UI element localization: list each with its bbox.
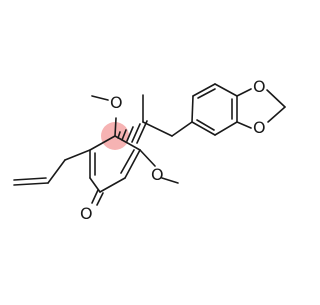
structure-diagram: O O O: [13, 77, 286, 223]
bond-ch-ch2-vinyl: [13, 182, 49, 186]
bond-ar-o-upper: [236, 88, 252, 97]
bond-ar-6: [191, 121, 216, 136]
methoxy-top: O: [91, 93, 123, 137]
bond-ar-6-double: [196, 119, 215, 131]
bond-c6-c1: [114, 135, 141, 151]
bond-c1-c2: [89, 135, 116, 151]
bond-c-o-ketone: [91, 189, 99, 204]
bond-ar-5: [214, 121, 238, 136]
bond-ch2-ch: [47, 159, 66, 184]
bond-ar-2-double: [197, 88, 216, 99]
bond-o-ar-lower: [236, 121, 252, 129]
bond-ch2-o-lower: [267, 106, 286, 123]
bond-c6-o: [139, 149, 156, 167]
methoxy-right-o-label: O: [151, 165, 164, 184]
bond-c-o-ketone-double: [96, 192, 104, 206]
bond-c5-c6-double: [120, 149, 135, 174]
dioxole-o-upper-label: O: [253, 77, 266, 96]
molecule-canvas: O O O: [13, 77, 286, 223]
ketone-group: O: [80, 189, 104, 223]
bond-c1-o: [114, 117, 117, 137]
bond-ch-ch2: [142, 121, 173, 137]
bond-o-ch3-top: [91, 95, 109, 101]
bond-o-ch2-upper: [266, 89, 286, 108]
methoxy-right: O: [139, 149, 179, 184]
side-chain: [117, 94, 193, 144]
bond-vinyl-double: [13, 177, 47, 181]
bond-ch2-aryl: [171, 121, 193, 137]
bond-o-ch3-right: [161, 177, 179, 184]
dioxole-o-lower-label: O: [253, 118, 266, 137]
ketone-o-label: O: [80, 204, 93, 223]
hashed-wedge-bond: [117, 120, 148, 144]
bond-c4-c5: [99, 177, 126, 193]
dioxole-ring: O O: [236, 77, 286, 137]
allyl-chain: [13, 149, 91, 186]
bond-c5-c6: [124, 149, 141, 179]
bond-ar-3: [214, 83, 238, 97]
bond-ar-2: [192, 83, 216, 97]
benzene-ring: [191, 83, 238, 136]
methoxy-top-o-label: O: [110, 93, 123, 112]
bond-ar-1: [191, 95, 194, 123]
bond-ring-ch2: [64, 149, 91, 161]
